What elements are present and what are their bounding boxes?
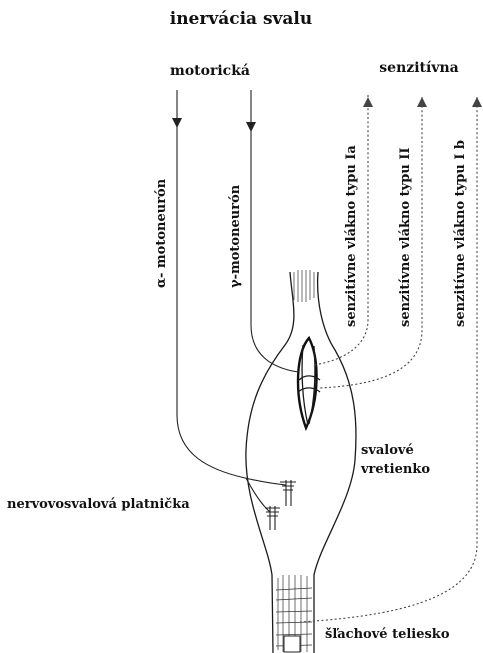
neuromuscular-endplate-label: nervovosvalová platnička <box>7 497 190 512</box>
neuromuscular-endplate-icon <box>265 480 296 530</box>
muscle-spindle <box>298 338 320 428</box>
alpha-motoneuron-label: α- motoneurón <box>154 178 169 288</box>
sensory-fiber-ia-label: senzitívne vlákno typu Ia <box>344 145 359 327</box>
upper-tendon-fibers <box>294 270 314 302</box>
sensory-heading: senzitívna <box>379 60 458 76</box>
alpha-arrow-icon <box>172 118 182 128</box>
diagram-title: inervácia svalu <box>170 9 313 29</box>
gamma-motoneuron-label: γ-motoneurón <box>228 184 243 288</box>
sensory-fiber-ib <box>300 97 477 622</box>
tendon-organ-label: šľachové teliesko <box>325 627 450 642</box>
motor-heading: motorická <box>170 63 250 79</box>
sensory-fiber-ii-label: senzitívne vlákno typu II <box>398 148 413 327</box>
ii-arrow-icon <box>417 97 427 107</box>
muscle-spindle-label-line1: svalové <box>361 443 414 458</box>
ia-arrow-icon <box>363 97 373 107</box>
gamma-motoneuron-fiber <box>251 90 298 372</box>
alpha-motoneuron-fiber <box>177 90 286 512</box>
tendon-organ-body <box>284 636 300 652</box>
gamma-arrow-icon <box>246 122 256 132</box>
sensory-fiber-ia <box>314 95 368 365</box>
ib-arrow-icon <box>472 97 482 107</box>
muscle-spindle-label-line2: vretienko <box>360 462 430 477</box>
muscle-body <box>246 270 356 653</box>
sensory-fiber-ib-label: senzitívne vlákno typu I b <box>453 140 468 327</box>
